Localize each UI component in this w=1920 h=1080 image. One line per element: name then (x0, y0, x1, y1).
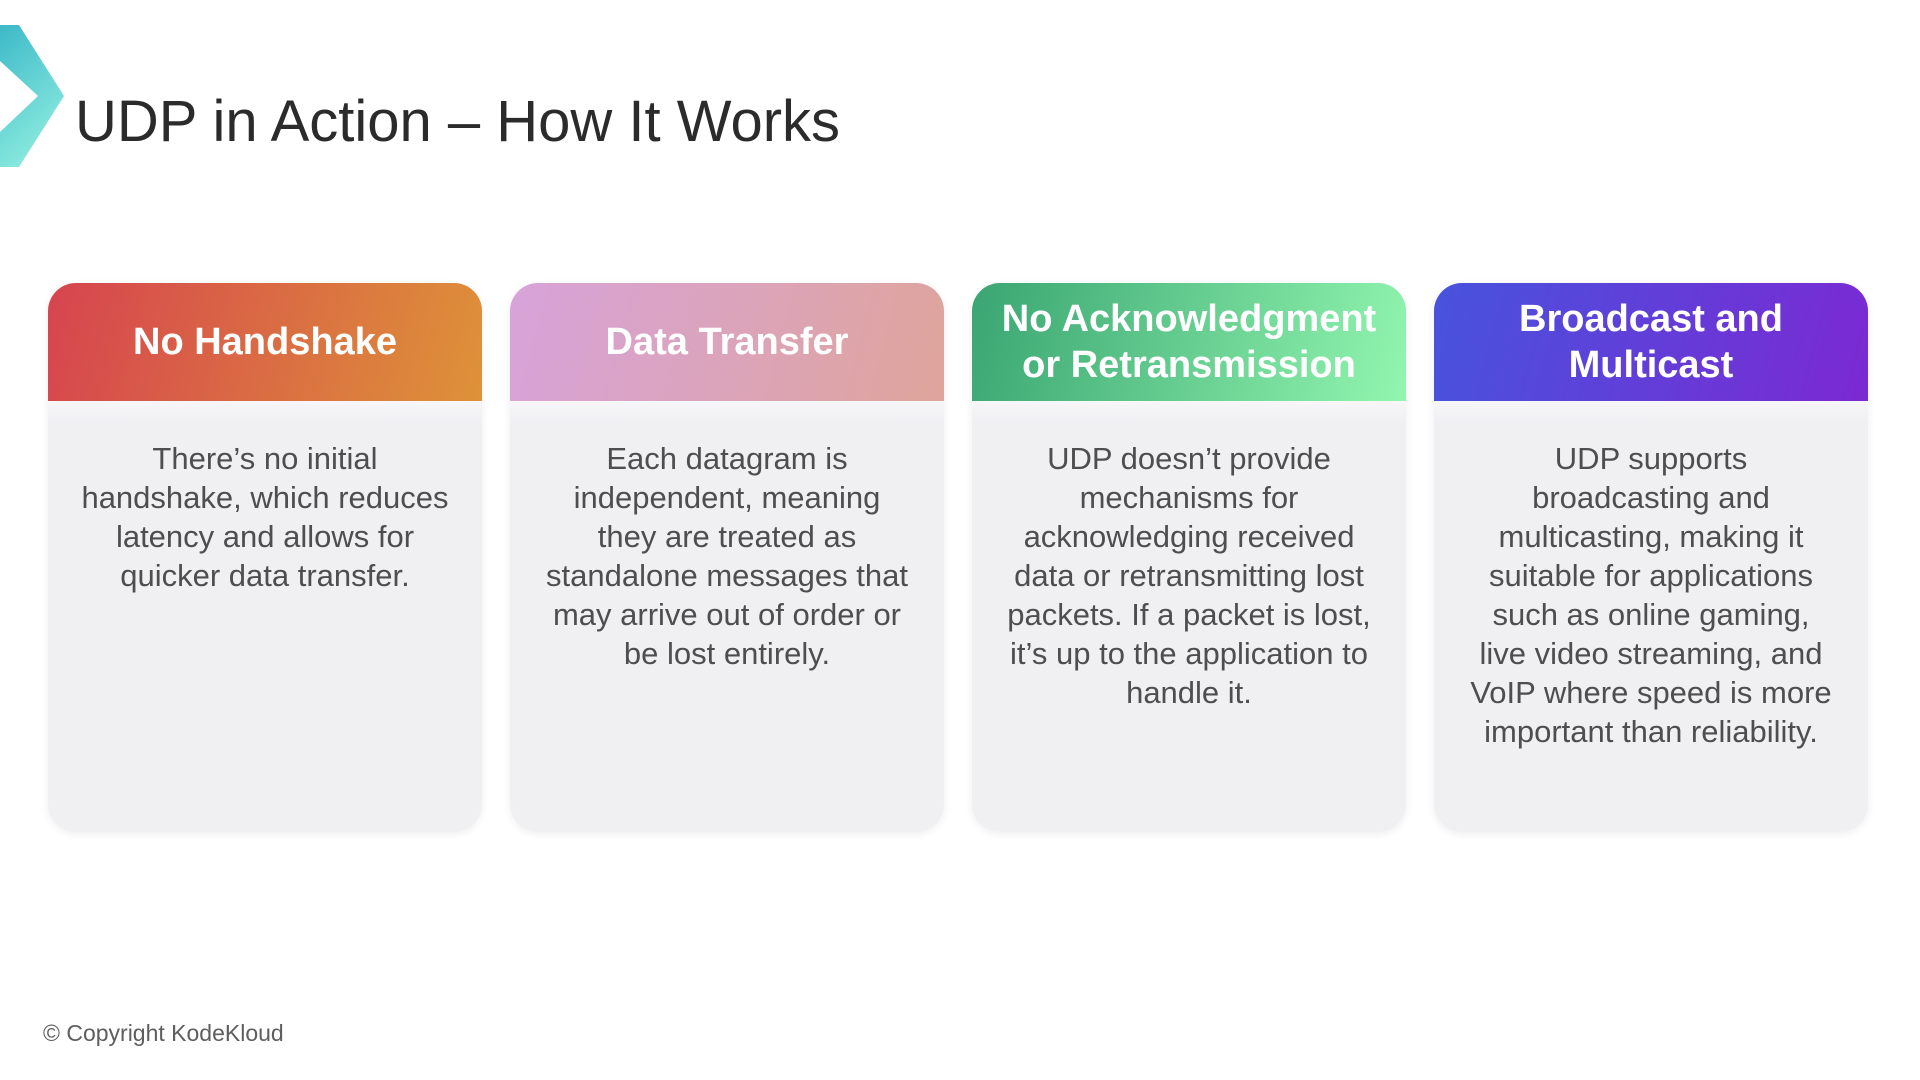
card-description: UDP doesn’t provide mechanisms for ackno… (1007, 441, 1371, 710)
card-header: No Handshake (48, 283, 482, 401)
info-card-data-transfer: Data Transfer Each datagram is independe… (510, 283, 944, 832)
card-description: UDP supports broadcasting and multicasti… (1470, 441, 1832, 749)
info-card-no-acknowledgment: No Acknowledgment or Retransmission UDP … (972, 283, 1406, 832)
cards-container: No Handshake There’s no initial handshak… (48, 283, 1868, 832)
card-description: Each datagram is independent, meaning th… (546, 441, 908, 671)
card-description: There’s no initial handshake, which redu… (81, 441, 449, 593)
card-title: Data Transfer (605, 321, 849, 363)
card-body: Each datagram is independent, meaning th… (510, 401, 944, 832)
card-header: Broadcast and Multicast (1434, 283, 1868, 401)
card-title: Broadcast and Multicast (1519, 298, 1783, 386)
slide-title: UDP in Action – How It Works (75, 89, 841, 154)
info-card-broadcast-multicast: Broadcast and Multicast UDP supports bro… (1434, 283, 1868, 832)
kodekloud-chevron-icon (0, 25, 64, 167)
copyright-notice: © Copyright KodeKloud (43, 1020, 284, 1046)
card-body: UDP doesn’t provide mechanisms for ackno… (972, 401, 1406, 832)
card-body: There’s no initial handshake, which redu… (48, 401, 482, 832)
card-title: No Acknowledgment or Retransmission (1001, 298, 1377, 386)
card-body: UDP supports broadcasting and multicasti… (1434, 401, 1868, 832)
card-title: No Handshake (133, 321, 397, 363)
info-card-no-handshake: No Handshake There’s no initial handshak… (48, 283, 482, 832)
card-header: Data Transfer (510, 283, 944, 401)
card-header: No Acknowledgment or Retransmission (972, 283, 1406, 401)
